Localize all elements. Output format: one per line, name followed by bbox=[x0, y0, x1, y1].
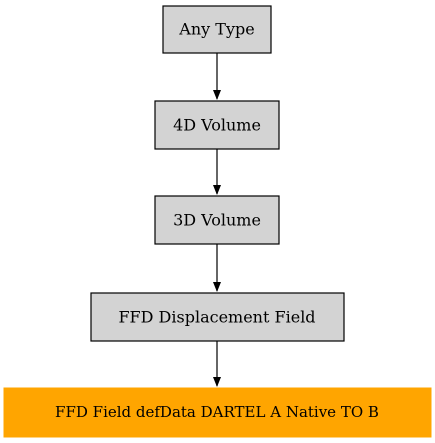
node-ffd-displacement-field-box bbox=[90, 292, 345, 342]
node-ffd-displacement-field: FFD Displacement Field bbox=[90, 292, 345, 342]
node-any-type: Any Type bbox=[162, 5, 272, 54]
node-4d-volume: 4D Volume bbox=[154, 100, 280, 150]
node-4d-volume-box bbox=[154, 100, 280, 150]
node-4d-volume-label: 4D Volume bbox=[173, 116, 261, 135]
node-3d-volume-label: 3D Volume bbox=[173, 211, 261, 230]
node-ffd-displacement-field-label: FFD Displacement Field bbox=[118, 308, 315, 327]
node-3d-volume: 3D Volume bbox=[154, 195, 280, 245]
node-3d-volume-box bbox=[154, 195, 280, 245]
node-any-type-box bbox=[162, 5, 272, 54]
node-ffd-field-defdata-box bbox=[3, 387, 432, 438]
node-ffd-field-defdata: FFD Field defData DARTEL A Native TO B bbox=[3, 387, 432, 438]
node-any-type-label: Any Type bbox=[178, 20, 254, 39]
node-ffd-field-defdata-label: FFD Field defData DARTEL A Native TO B bbox=[55, 403, 379, 421]
